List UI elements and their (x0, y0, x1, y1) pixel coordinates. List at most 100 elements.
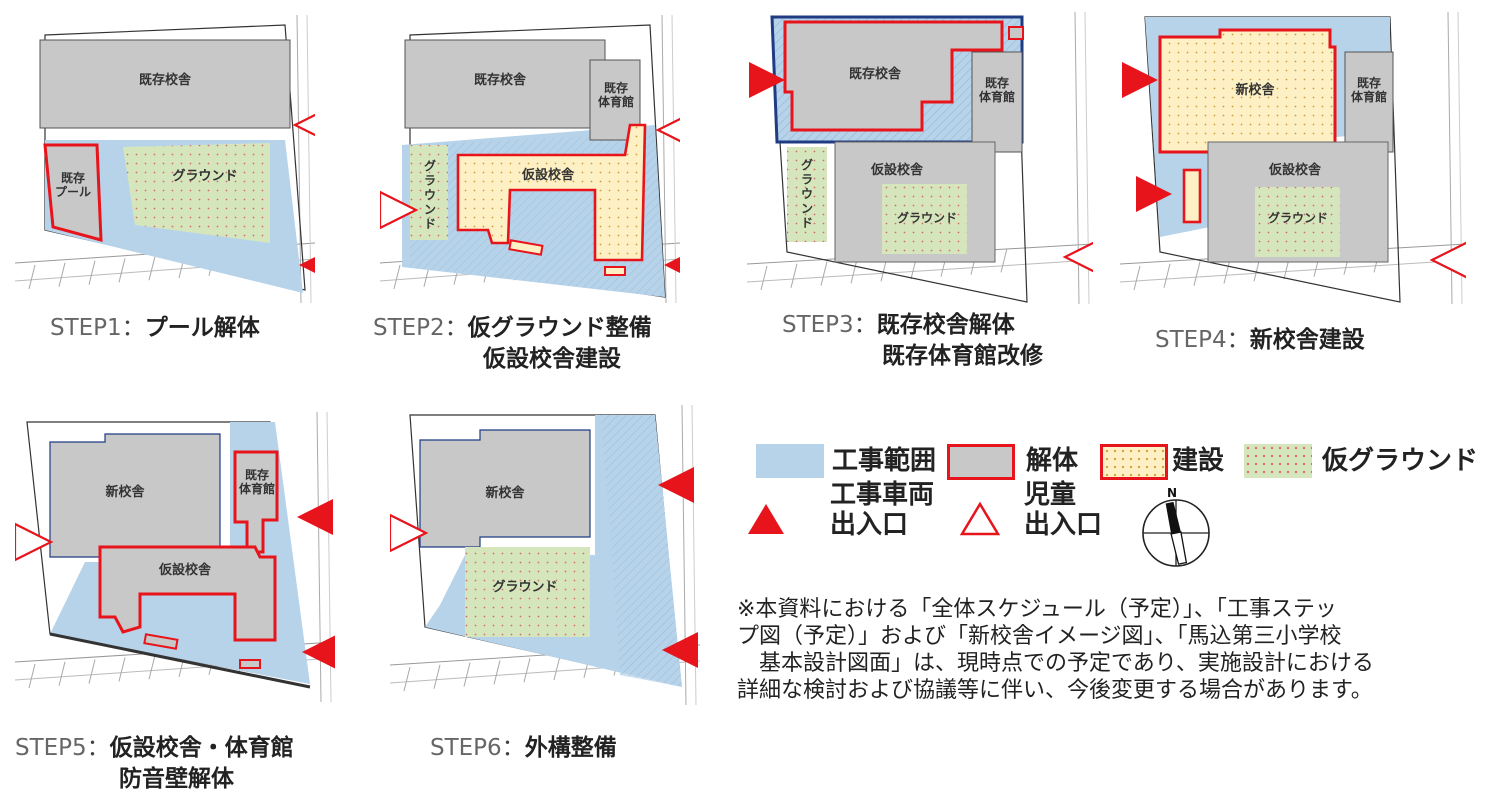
legend-swatch-temp-ground (1244, 444, 1312, 478)
note-line-4: 詳細な検討および協議等に伴い、今後変更する場合があります。 (737, 678, 1373, 703)
step-title: プール解体 (144, 315, 260, 341)
existing-gym-building (1344, 51, 1394, 153)
road-hatch (1223, 259, 1231, 284)
existing-school-label: 既存校舎 (474, 72, 527, 88)
ground-area (123, 143, 270, 243)
temp-school-construction (456, 123, 647, 262)
temp-structure-construction (604, 266, 626, 276)
child-entrance-icon (960, 501, 1000, 536)
road-hatch (553, 655, 561, 681)
road-hatch (58, 661, 66, 686)
pool-demolition (43, 143, 103, 242)
existing-gym-label: 既存体育館 (979, 74, 1015, 103)
temp-ground-area (410, 145, 448, 240)
vehicle-entrance-marker (297, 499, 333, 535)
road-hatch (58, 262, 66, 287)
road-hatch (148, 256, 156, 281)
existing-gym-label: 既存体育館 (239, 466, 275, 495)
legend-label-construction: 建設 (1172, 446, 1225, 476)
road-hatch (403, 666, 411, 692)
step4-caption: STEP4：新校舎建設 (1155, 325, 1365, 356)
vehicle-entrance-marker (658, 467, 694, 503)
step3-caption: STEP3：既存校舎解体 既存体育館改修 (782, 310, 1043, 372)
caption-separator: ： (444, 315, 468, 341)
vehicle-entrance-marker (1122, 62, 1158, 98)
temp-school-label: 仮設校舎 (521, 167, 575, 183)
road-line (296, 15, 302, 303)
road-line (747, 259, 1093, 283)
temp-school-demolition (98, 545, 277, 642)
legend-swatch-construction-area (756, 444, 824, 478)
soundproof-wall (49, 632, 311, 689)
road-hatch (118, 657, 126, 682)
ground-area (882, 184, 967, 254)
disclaimer-note: ※本資料における「全体スケジュール（予定）」、「工事ステッ プ図（予定）」および… (737, 596, 1494, 706)
legend-label-temp-ground: 仮グラウンド (1322, 446, 1479, 476)
new-school-label: 新校舎 (105, 484, 145, 500)
existing-school-demolition (783, 20, 1004, 132)
road-hatch (760, 265, 768, 291)
road-hatch (1163, 263, 1171, 288)
new-school-building (419, 429, 591, 548)
note-line-3: 基本設計図面」は、現時点での予定であり、実施設計における (737, 651, 1374, 676)
caption-separator: ： (121, 315, 145, 341)
legend-label-demolition: 解体 (1026, 446, 1079, 476)
temp-structure-demolition (239, 659, 261, 669)
existing-gym-label: 既存体育館 (598, 79, 634, 108)
road-hatch (28, 264, 36, 290)
existing-gym-building (971, 51, 1023, 153)
step2-map-svg: 既存校舎既存体育館グラウンド仮設校舎 (380, 15, 680, 303)
ground-label: グラウンド (172, 168, 237, 184)
vehicle-entrance-marker (664, 257, 680, 273)
temp-school-label: 仮設校舎 (158, 562, 212, 578)
step5-caption: STEP5：仮設校舎・体育館 防音壁解体 (15, 733, 294, 795)
step-title-line2: 仮設校舎建設 (483, 346, 621, 372)
existing-school-building (404, 39, 606, 129)
ground-area (465, 547, 590, 637)
legend-swatch-demolition (947, 444, 1015, 480)
temp-structure-construction (1182, 168, 1202, 224)
step-label: STEP6 (430, 735, 502, 761)
temp-school-label: 仮設校舎 (870, 162, 924, 178)
caption-separator: ： (501, 735, 525, 761)
road-hatch (850, 259, 858, 284)
road-hatch (148, 655, 156, 680)
existing-school-label: 既存校舎 (849, 66, 902, 82)
step-label: STEP1 (50, 315, 122, 341)
ground-label: グラウンド (1268, 210, 1328, 225)
compass-icon: N (1142, 488, 1210, 567)
step1-map: 既存校舎グラウンド既存プール (15, 15, 315, 303)
note-line-1: ※本資料における「全体スケジュール（予定）」、「工事ステッ (737, 597, 1337, 622)
ground-label: グラウンド (492, 579, 557, 595)
ground-label: グラウンド (897, 210, 957, 225)
note-line-2: プ図（予定）」および「新校舎イメージ図」、「馬込第三小学校 (737, 624, 1342, 649)
step2-map: 既存校舎既存体育館グラウンド仮設校舎 (380, 15, 680, 303)
temp-school-label: 仮設校舎 (1268, 162, 1322, 178)
child-entrance-marker (390, 513, 429, 553)
temp-ground-label: グラウンド (801, 157, 813, 230)
step-title: 仮グラウンド整備 (467, 315, 652, 341)
road-hatch (523, 658, 531, 683)
step-label: STEP2 (373, 315, 445, 341)
temp-ground-area (787, 147, 827, 242)
road-hatch (433, 664, 441, 689)
road-hatch (1193, 261, 1201, 286)
road-hatch (820, 261, 828, 286)
legend-label-vehicle-entrance: 工事車両 出入口 (830, 480, 935, 540)
new-school-label: 新校舎 (485, 485, 525, 501)
child-entrance-marker (15, 522, 54, 562)
legend-label-child-entrance: 児童 出入口 (1024, 480, 1103, 540)
step3-map: 既存校舎既存体育館グラウンド仮設校舎グラウンド (747, 12, 1093, 304)
new-school-label: 新校舎 (1235, 82, 1275, 98)
ground-area (1255, 187, 1340, 257)
vehicle-entrance-marker (749, 62, 785, 98)
step-title: 仮設校舎・体育館 (109, 735, 294, 761)
existing-school-building (39, 39, 291, 129)
vehicle-entrance-icon (748, 504, 784, 534)
caption-separator: ： (86, 735, 110, 761)
existing-gym-label: 既存体育館 (1351, 74, 1387, 103)
